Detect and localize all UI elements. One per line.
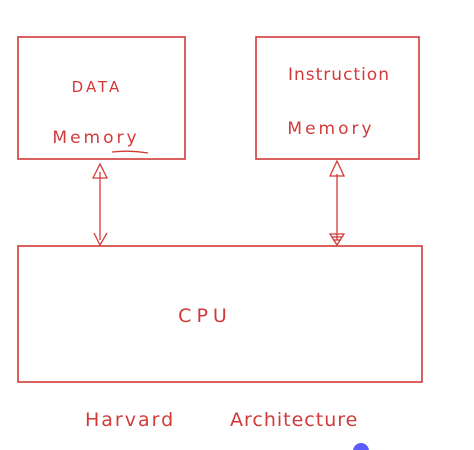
- instruction-memory-label-line2: Memory: [287, 119, 374, 139]
- instruction-memory-cpu-arrow: [328, 159, 346, 247]
- diagram-caption: Harvard Architecture: [85, 409, 358, 431]
- instruction-memory-label-line1: Instruction: [288, 65, 390, 85]
- caption-word-harvard: Harvard: [85, 409, 175, 431]
- data-memory-border: [17, 36, 186, 160]
- data-memory-cpu-arrow-head-up: [91, 162, 109, 179]
- instruction-memory-border: [255, 36, 420, 160]
- cpu-border: [17, 245, 423, 383]
- data-memory-cpu-arrow: [91, 162, 109, 247]
- data-memory-label-line1: DATA: [72, 78, 123, 96]
- instruction-memory-cpu-arrow-head-up: [328, 159, 346, 177]
- instruction-memory-box: Instruction Memory: [255, 36, 420, 160]
- pointer-dot: [353, 443, 369, 450]
- caption-word-architecture: Architecture: [230, 409, 358, 431]
- data-memory-underline: [111, 150, 149, 154]
- data-memory-box: DATA Memory: [17, 36, 186, 160]
- cpu-box: CPU: [17, 245, 423, 383]
- data-memory-label-line2: Memory: [52, 128, 139, 148]
- data-memory-cpu-arrow-head-down: [93, 232, 108, 247]
- cpu-label: CPU: [178, 305, 232, 327]
